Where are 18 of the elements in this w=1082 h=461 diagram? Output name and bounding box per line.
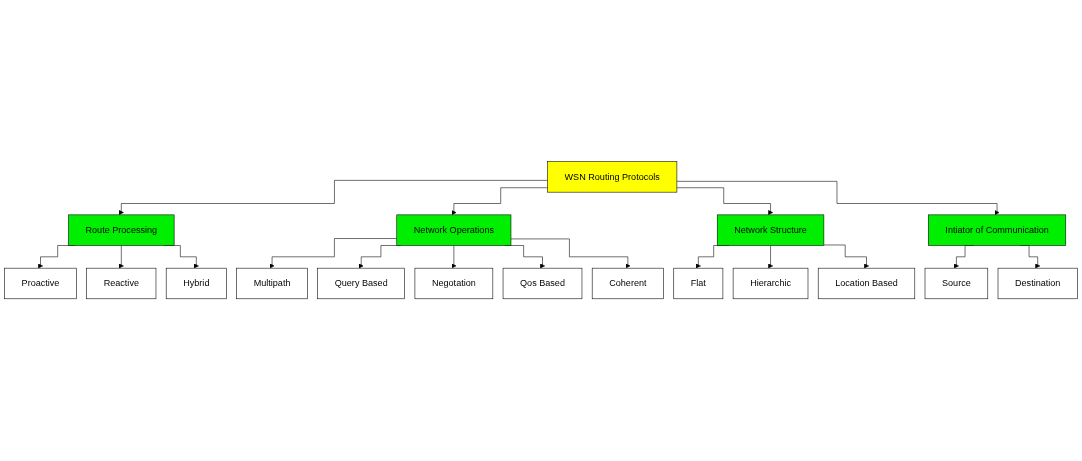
node-box: Proactive [4, 268, 77, 300]
node-box: Source [924, 268, 989, 300]
node-box: Network Structure [716, 214, 825, 247]
node-box: Network Operations [396, 214, 512, 247]
node-box: Route Processing [68, 214, 175, 247]
node-box: Qos Based [502, 268, 583, 300]
node-box: Hierarchic [732, 268, 809, 300]
node-box: Flat [673, 268, 724, 300]
node-box: Location Based [817, 268, 916, 300]
node-box: Intiator of Communication [928, 214, 1067, 247]
node-box: Reactive [86, 268, 157, 300]
node-box: Destination [997, 268, 1078, 300]
node-box: Query Based [317, 268, 405, 300]
node-box: WSN Routing Protocols [547, 161, 678, 193]
node-box: Hybrid [165, 268, 227, 300]
node-box: Negotation [414, 268, 494, 300]
node-box: Coherent [591, 268, 664, 300]
node-box: Multipath [236, 268, 308, 300]
